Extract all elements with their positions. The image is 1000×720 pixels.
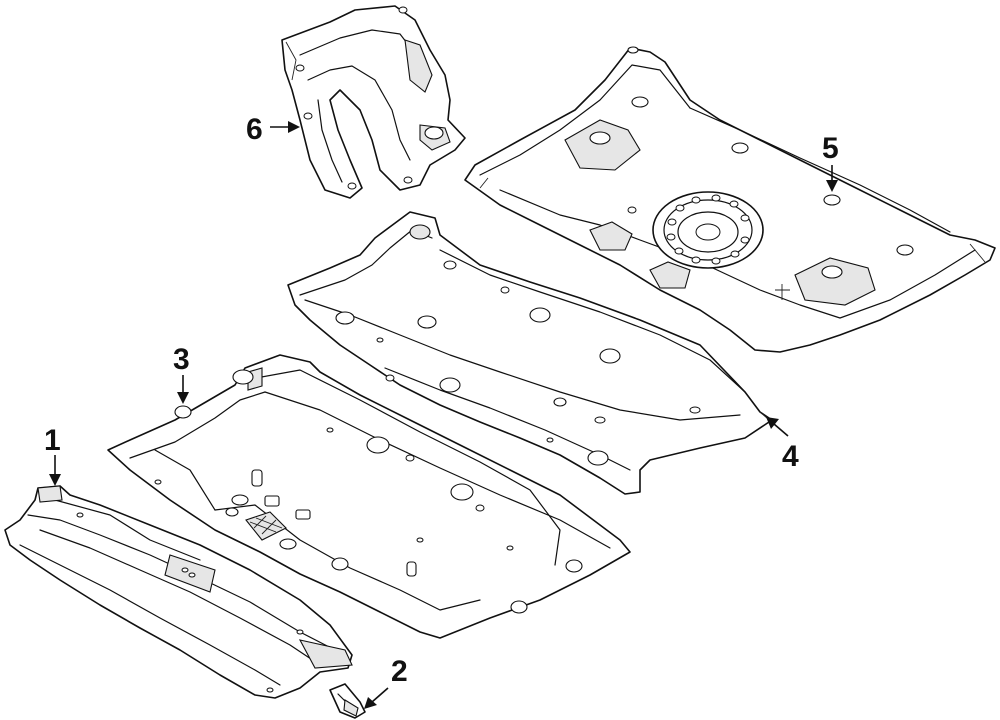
part-4-center-underbody-panel [287,211,776,495]
callout-1: 1 [44,424,61,457]
callout-5: 5 [822,132,839,165]
fastener-clips-group [225,469,417,577]
callout-4: 4 [782,440,799,473]
part-2-bracket [329,683,366,719]
part-1-front-skid-plate [4,485,353,699]
part-3-front-underbody-panel [107,354,631,639]
callout-labels: 1 2 3 4 5 6 [44,113,839,688]
callout-6: 6 [246,113,263,146]
part-5-rear-underbody-panel [464,46,996,353]
callout-2: 2 [391,655,408,688]
callout-3: 3 [173,343,190,376]
wheel-well-vent-slots [666,194,750,265]
part-6-wheel-arch-shield [281,5,466,199]
leader-arrows [49,121,838,709]
